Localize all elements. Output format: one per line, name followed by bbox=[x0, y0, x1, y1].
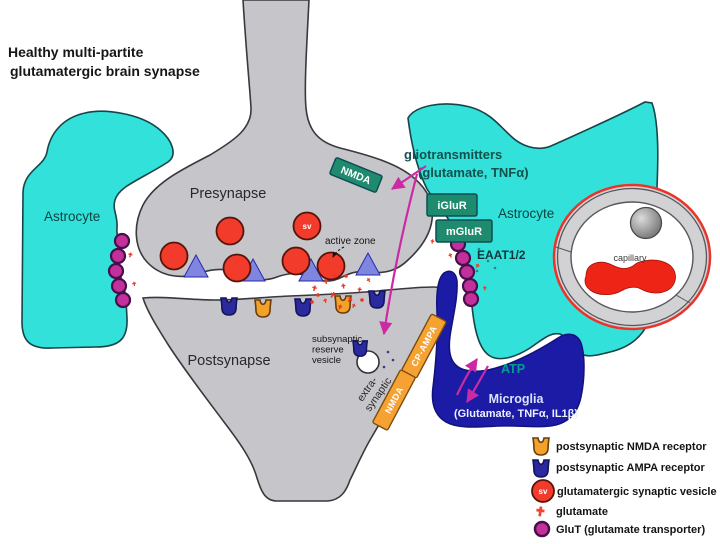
gliotransmitter-to-presynapse-arrow bbox=[391, 165, 427, 190]
diagram-title-line1: Healthy multi-partite bbox=[8, 44, 144, 60]
signaling-arrows bbox=[379, 165, 489, 403]
microglia-label: Microglia bbox=[489, 392, 545, 406]
gliotransmitters-label-line1: gliotransmitters bbox=[404, 147, 502, 162]
legend-item: sv glutamatergic synaptic vesicle bbox=[531, 479, 717, 503]
capillary-cross-section: capillary bbox=[552, 183, 712, 331]
legend: postsynaptic NMDA receptor postsynaptic … bbox=[531, 437, 717, 538]
glut-transporters-left bbox=[107, 232, 132, 309]
microglia-body bbox=[431, 270, 585, 428]
iglur-box: iGluR bbox=[426, 193, 478, 217]
subsynaptic-reserve-vesicle bbox=[352, 340, 395, 374]
eaat-label: EAAT1/2 bbox=[477, 248, 526, 262]
legend-item: postsynaptic NMDA receptor bbox=[532, 437, 707, 456]
ion-specks bbox=[475, 247, 497, 273]
synaptic-vesicle-icon bbox=[531, 479, 555, 503]
subsynaptic-label-line2: reserve bbox=[312, 345, 344, 356]
legend-label: glutamatergic synaptic vesicle bbox=[557, 486, 717, 498]
sv-labeled-vesicle bbox=[292, 211, 322, 241]
sv-label: sv bbox=[303, 222, 312, 231]
active-zone-pointer bbox=[332, 246, 345, 258]
extrasynaptic-nmda-box: NMDA bbox=[372, 369, 416, 431]
legend-item: GluT (glutamate transporter) bbox=[533, 520, 705, 538]
legend-label: GluT (glutamate transporter) bbox=[556, 524, 705, 536]
legend-item: glutamate bbox=[535, 506, 608, 518]
mglur-label: mGluR bbox=[446, 226, 482, 238]
microglia-secretions-label: (Glutamate, TNFα, IL1β) bbox=[454, 408, 578, 420]
presynapse-body bbox=[135, 0, 434, 282]
active-zone-label: active zone bbox=[325, 236, 376, 247]
legend-icon-text: sv bbox=[539, 487, 548, 496]
presynaptic-nmda-box: NMDA bbox=[329, 157, 383, 193]
diagram-title-line2: glutamatergic brain synapse bbox=[10, 63, 200, 79]
endothelial-nucleus bbox=[629, 206, 663, 240]
glutamate-icon bbox=[535, 506, 546, 517]
legend-item: postsynaptic AMPA receptor bbox=[532, 459, 705, 478]
postsynapse-label: Postsynapse bbox=[187, 353, 270, 369]
legend-label: postsynaptic NMDA receptor bbox=[556, 441, 707, 453]
atp-down-arrow bbox=[466, 365, 489, 403]
atp-up-arrow bbox=[456, 358, 478, 396]
ampa-receptor-icon bbox=[532, 459, 550, 478]
gliotransmitter-to-postsynapse-arrow bbox=[379, 173, 419, 336]
subsynaptic-label-line1: subsynaptic bbox=[312, 334, 362, 345]
legend-label: postsynaptic AMPA receptor bbox=[556, 462, 705, 474]
mglur-box: mGluR bbox=[435, 219, 493, 243]
active-zone-triangles bbox=[183, 251, 381, 282]
postsynapse-body bbox=[141, 286, 452, 502]
legend-label: glutamate bbox=[556, 506, 608, 518]
atp-label: ATP bbox=[501, 362, 525, 376]
subsynaptic-label-line3: vesicle bbox=[312, 355, 341, 366]
presynapse-label: Presynapse bbox=[190, 186, 267, 202]
astrocyte-right-label: Astrocyte bbox=[498, 206, 554, 221]
nmda-receptor-icon bbox=[532, 437, 550, 456]
capillary-label: capillary bbox=[613, 253, 647, 263]
glutamate-molecules bbox=[127, 239, 487, 311]
iglur-label: iGluR bbox=[437, 200, 466, 212]
fusing-vesicle bbox=[316, 251, 346, 281]
astrocyte-left-label: Astrocyte bbox=[44, 209, 100, 224]
synaptic-vesicles bbox=[159, 211, 346, 283]
gliotransmitters-label-line2: (glutamate, TNFα) bbox=[418, 165, 529, 180]
red-blood-cells bbox=[584, 259, 676, 296]
glut-transporter-icon bbox=[533, 520, 551, 538]
